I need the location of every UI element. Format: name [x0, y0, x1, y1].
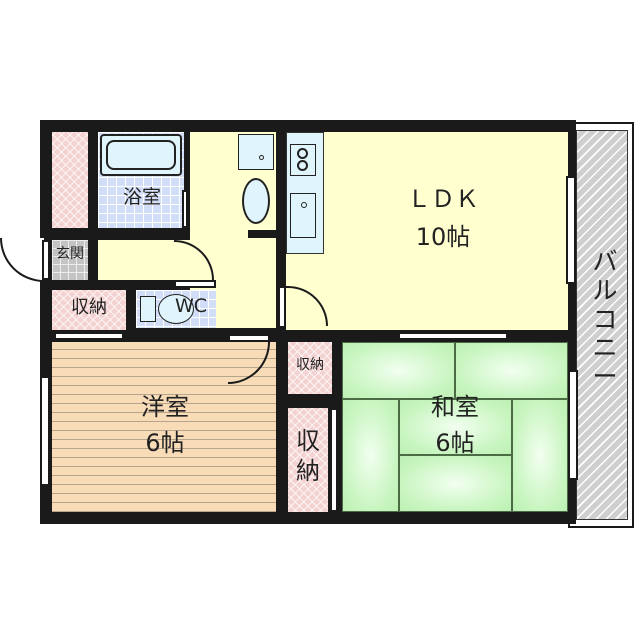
storage-mid-tall — [288, 408, 328, 512]
balcony-label: バ ル コ ニ ー — [592, 247, 618, 391]
burner-icon — [297, 148, 308, 159]
hallway-lower — [222, 280, 276, 328]
tatami-mat — [512, 399, 568, 512]
storage-mid-door — [330, 408, 338, 512]
room-ldk — [286, 132, 568, 330]
tatami-mat — [342, 342, 455, 399]
bath-door — [182, 190, 188, 228]
storage-left — [52, 290, 126, 330]
drain-icon — [301, 202, 307, 208]
storage-left-label: 収納 — [71, 297, 107, 318]
western-door-frame — [228, 334, 270, 342]
tatami-mat — [342, 399, 399, 512]
washbasin-icon — [242, 178, 270, 224]
tatami-mat — [399, 455, 512, 512]
storage-mid-small — [288, 342, 332, 394]
japanese-ldk-sliding-door — [398, 332, 508, 340]
partition — [248, 230, 278, 238]
storage-mid-small-label: 収納 — [296, 357, 324, 373]
entrance-door-frame — [42, 240, 50, 280]
room-entrance — [52, 240, 88, 280]
storage-top-left — [52, 132, 88, 228]
tatami-mat — [455, 342, 568, 399]
ldk-room-name: ＬＤＫ — [407, 185, 479, 213]
balcony — [576, 130, 628, 520]
entrance-door[interactable] — [0, 238, 44, 282]
tatami-mat — [399, 399, 512, 455]
japanese-room-name: 和室 — [431, 393, 479, 421]
japanese-window — [568, 370, 578, 480]
storage-left-door — [54, 332, 124, 340]
western-window — [40, 376, 50, 486]
sink-icon — [290, 193, 316, 238]
western-room-size: 6帖 — [145, 429, 185, 457]
toilet-bowl-icon — [158, 294, 194, 324]
stove-icon — [290, 144, 316, 176]
ldk-room-size: 10帖 — [415, 223, 471, 251]
toilet-icon — [140, 296, 156, 322]
room-western — [52, 342, 276, 512]
toilet-door-frame — [174, 280, 216, 288]
ldk-window — [566, 176, 576, 284]
japanese-room-size: 6帖 — [435, 429, 475, 457]
storage-mid-tall-label: 収 納 — [296, 427, 320, 485]
drain-icon — [259, 155, 264, 160]
toilet-label: WC — [174, 295, 208, 317]
ldk-door-frame — [278, 286, 286, 328]
burner-icon — [297, 160, 308, 171]
bathtub-inner — [106, 140, 176, 170]
bathtub-icon — [100, 134, 182, 176]
bath-label: 浴室 — [122, 186, 161, 208]
western-room-name: 洋室 — [141, 393, 189, 421]
entrance-label: 玄関 — [56, 246, 84, 262]
washing-machine-icon — [238, 134, 274, 170]
